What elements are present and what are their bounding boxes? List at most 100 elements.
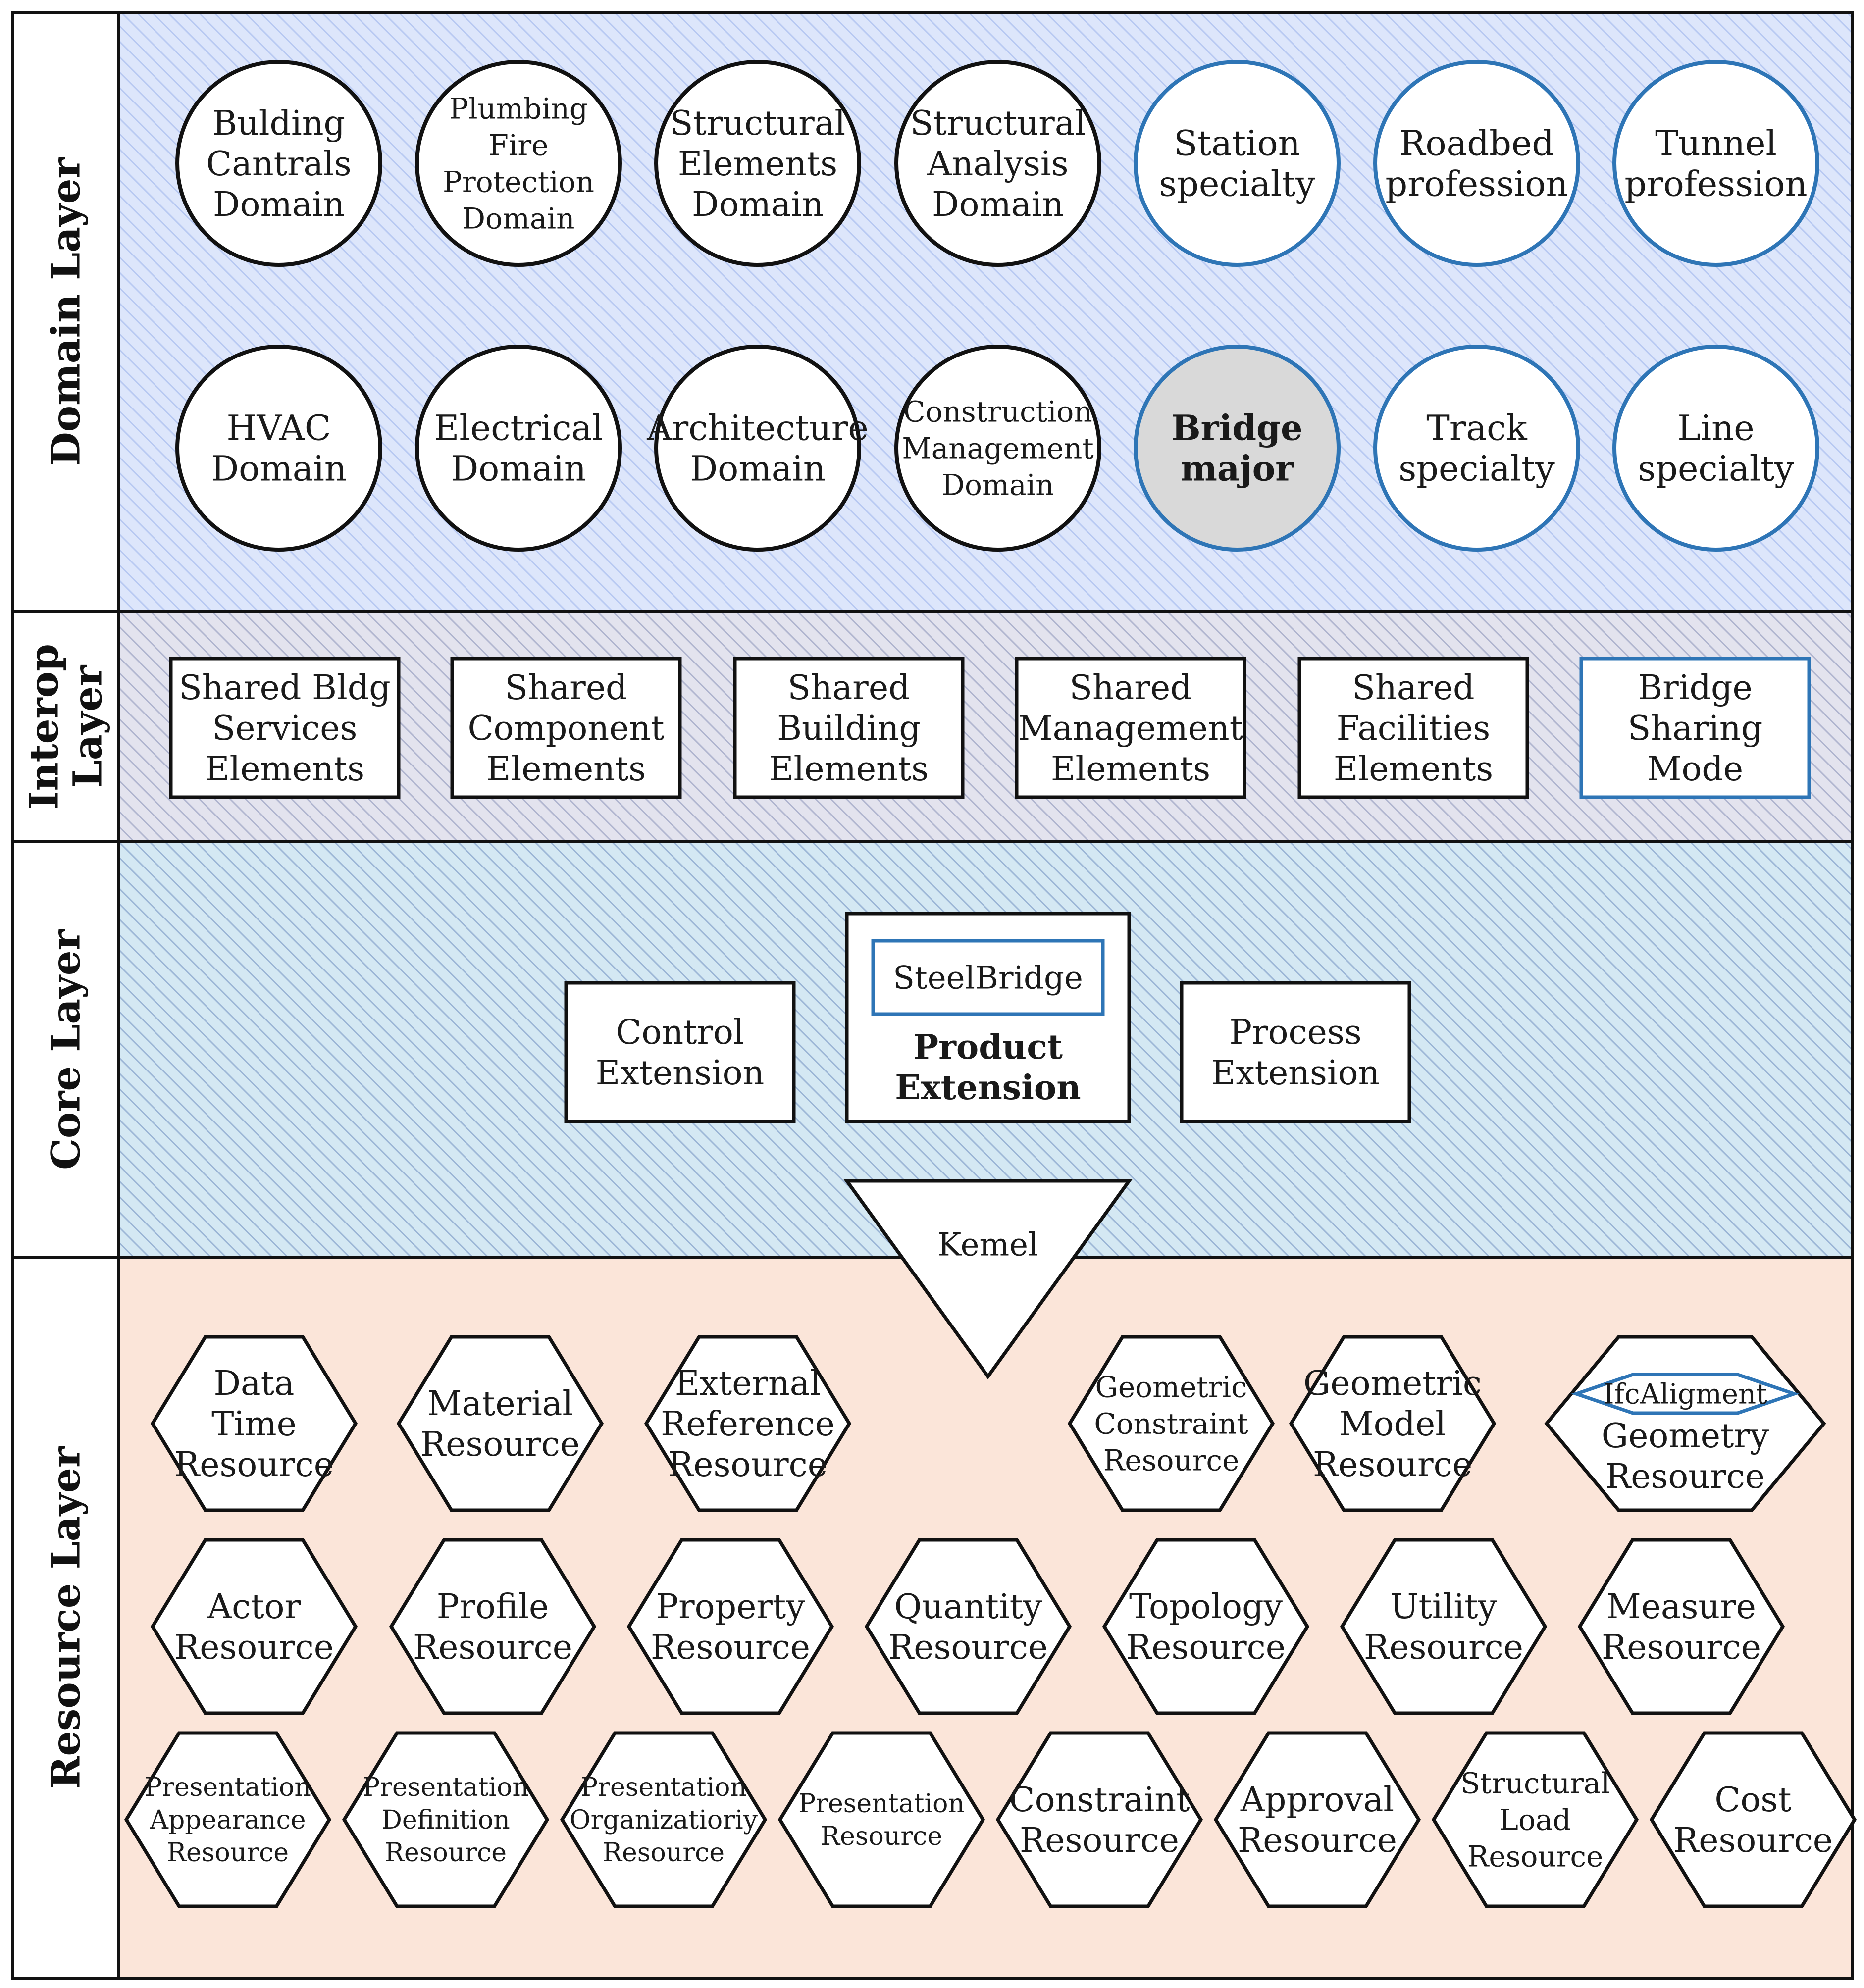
resource-hex [1289, 1335, 1497, 1512]
resource-hex [1213, 1731, 1421, 1908]
resource-hex [560, 1731, 768, 1908]
interop-box [1579, 657, 1811, 799]
domain-circle [654, 345, 861, 552]
domain-circle [1134, 60, 1341, 267]
domain-circle [1612, 60, 1819, 267]
domain-circle [1373, 60, 1580, 267]
resource-hex [777, 1731, 985, 1908]
domain-circle [894, 345, 1101, 552]
resource-hex [1340, 1538, 1548, 1715]
resource-hex [1431, 1731, 1639, 1908]
domain-circle [175, 345, 382, 552]
domain-circle [1612, 345, 1819, 552]
resource-hex [995, 1731, 1203, 1908]
layer-label-resource: Resource Layer [43, 1446, 89, 1789]
layer-label-cell [12, 1258, 119, 1978]
resource-hex [1577, 1538, 1785, 1715]
resource-hex [150, 1335, 358, 1512]
ifcaligment-label: IfcAligment [1603, 1378, 1767, 1411]
resource-hex [150, 1538, 358, 1715]
resource-hex [124, 1731, 332, 1908]
interop-box [169, 657, 401, 799]
interop-box [450, 657, 682, 799]
layer-label-interop: InteropLayer [21, 644, 111, 810]
layer-band-interop [119, 612, 1852, 842]
domain-circle [894, 60, 1101, 267]
domain-circle [175, 60, 382, 267]
resource-hex [626, 1538, 834, 1715]
domain-circle [1373, 345, 1580, 552]
outer-frame [11, 11, 1854, 1980]
control-extension-box [564, 981, 796, 1123]
domain-circle [654, 60, 861, 267]
domain-circle [415, 60, 622, 267]
layer-label-cell [12, 842, 119, 1258]
resource-hex [396, 1335, 604, 1512]
kernel-triangle [843, 1179, 1133, 1379]
process-extension-box [1180, 981, 1411, 1123]
layer-label-cell [12, 612, 119, 842]
layer-label-domain: Domain Layer [43, 157, 89, 466]
layer-label-core: Core Layer [43, 929, 89, 1170]
kernel-label: Kemel [938, 1226, 1038, 1263]
interop-box [1297, 657, 1529, 799]
domain-circle [415, 345, 622, 552]
resource-hex [1067, 1335, 1275, 1512]
resource-hex [1102, 1538, 1310, 1715]
interop-box [1015, 657, 1246, 799]
layer-label-cell [12, 12, 119, 612]
resource-hex [342, 1731, 550, 1908]
steelbridge-box [871, 939, 1105, 1016]
ifcaligment-hex [1571, 1373, 1800, 1415]
resource-hex [864, 1538, 1072, 1715]
interop-box [733, 657, 965, 799]
resource-hex [389, 1538, 597, 1715]
resource-hex [1649, 1731, 1857, 1908]
steelbridge-label: SteelBridge [893, 960, 1083, 996]
